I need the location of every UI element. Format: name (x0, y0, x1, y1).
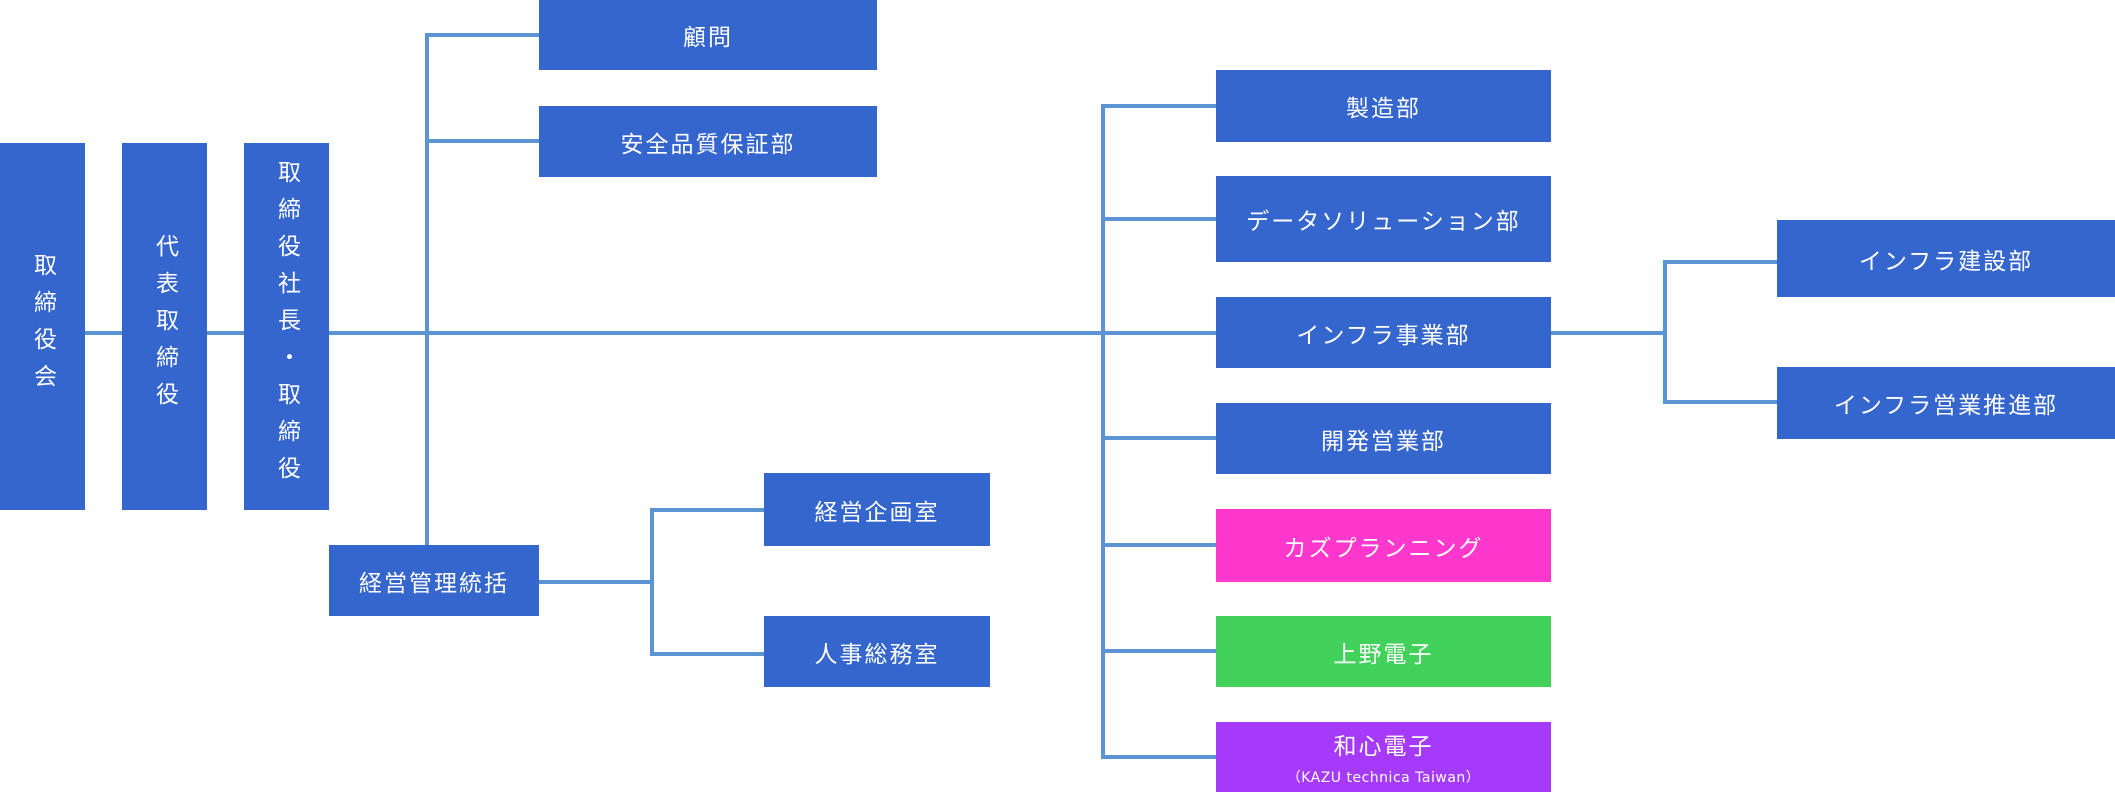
node-president-director: 取締役社長・取締役 (244, 143, 329, 510)
node-infra-business: インフラ事業部 (1216, 297, 1551, 368)
node-development-sales: 開発営業部 (1216, 403, 1551, 474)
node-manufacturing: 製造部 (1216, 70, 1551, 142)
node-data-solution: データソリューション部 (1216, 176, 1551, 262)
connector-division-branch (1101, 104, 1216, 759)
node-washin-denshi-sub: （KAZU technica Taiwan） (1286, 770, 1481, 786)
node-advisor: 顧問 (539, 0, 877, 70)
node-infra-sales-promotion: インフラ営業推進部 (1777, 367, 2115, 439)
node-infra-construction: インフラ建設部 (1777, 220, 2115, 297)
node-management-general: 経営管理統括 (329, 545, 539, 616)
node-safety-quality: 安全品質保証部 (539, 106, 877, 177)
node-hr-general-affairs: 人事総務室 (764, 616, 990, 687)
connector-infra-branch (1663, 260, 1777, 404)
node-washin-denshi: 和心電子 （KAZU technica Taiwan） (1216, 722, 1551, 792)
node-representative-director: 代表取締役 (122, 143, 207, 510)
node-board: 取締役会 (0, 143, 85, 510)
node-planning-office: 経営企画室 (764, 473, 990, 546)
connector-staff-branch (425, 33, 539, 545)
connector-management-branch (650, 508, 764, 656)
node-kazu-planning: カズプランニング (1216, 509, 1551, 582)
node-washin-denshi-label: 和心電子 (1333, 734, 1434, 760)
node-ueno-denshi: 上野電子 (1216, 616, 1551, 687)
